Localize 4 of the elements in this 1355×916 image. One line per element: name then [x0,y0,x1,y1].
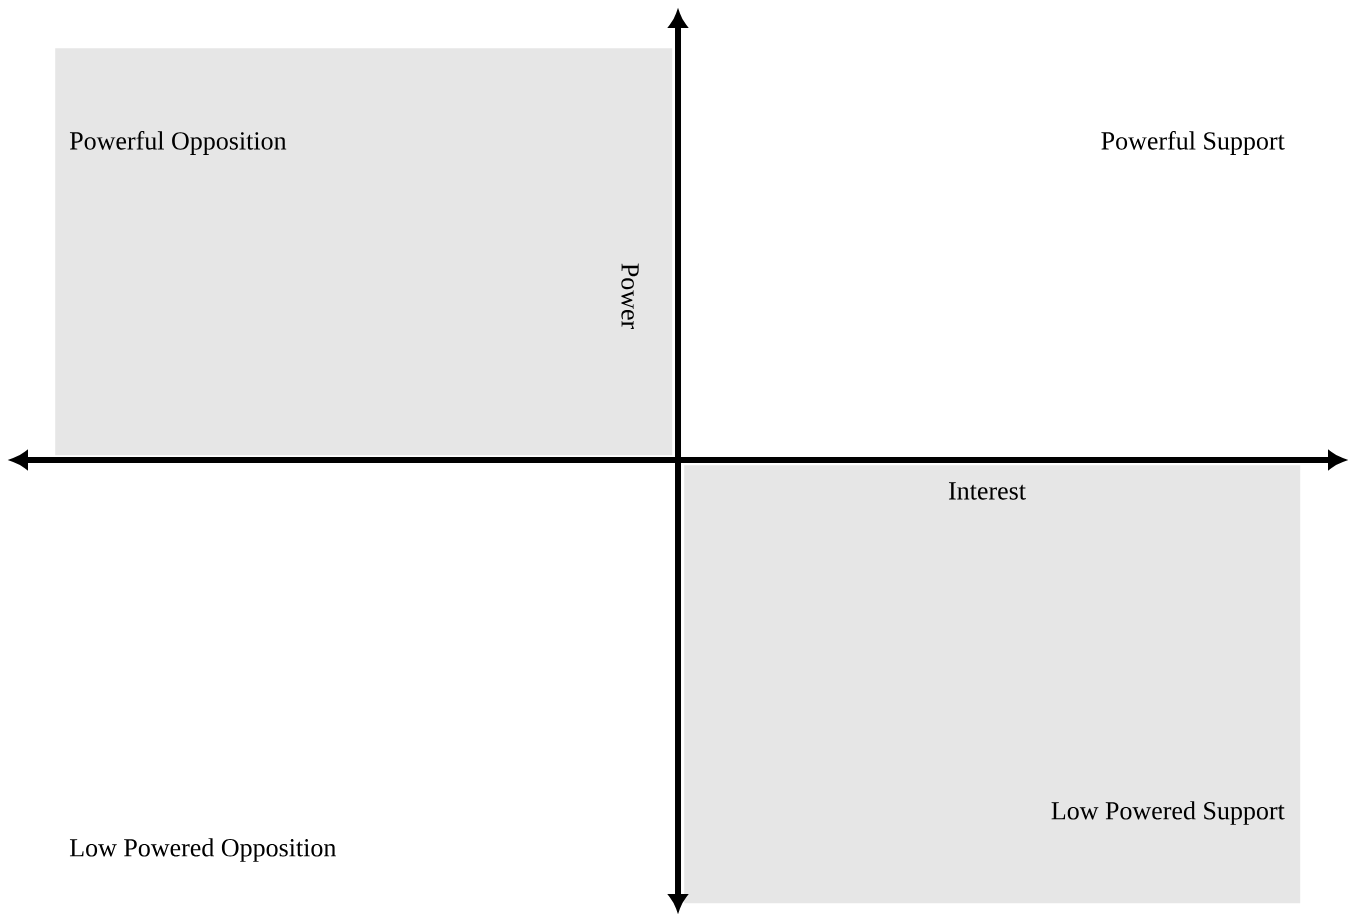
quadrant-label: Low Powered Opposition [69,838,336,862]
axis-label: Power [621,263,639,329]
axis-label: Interest [948,482,1026,500]
quadrant-label: Powerful Support [1101,131,1285,155]
